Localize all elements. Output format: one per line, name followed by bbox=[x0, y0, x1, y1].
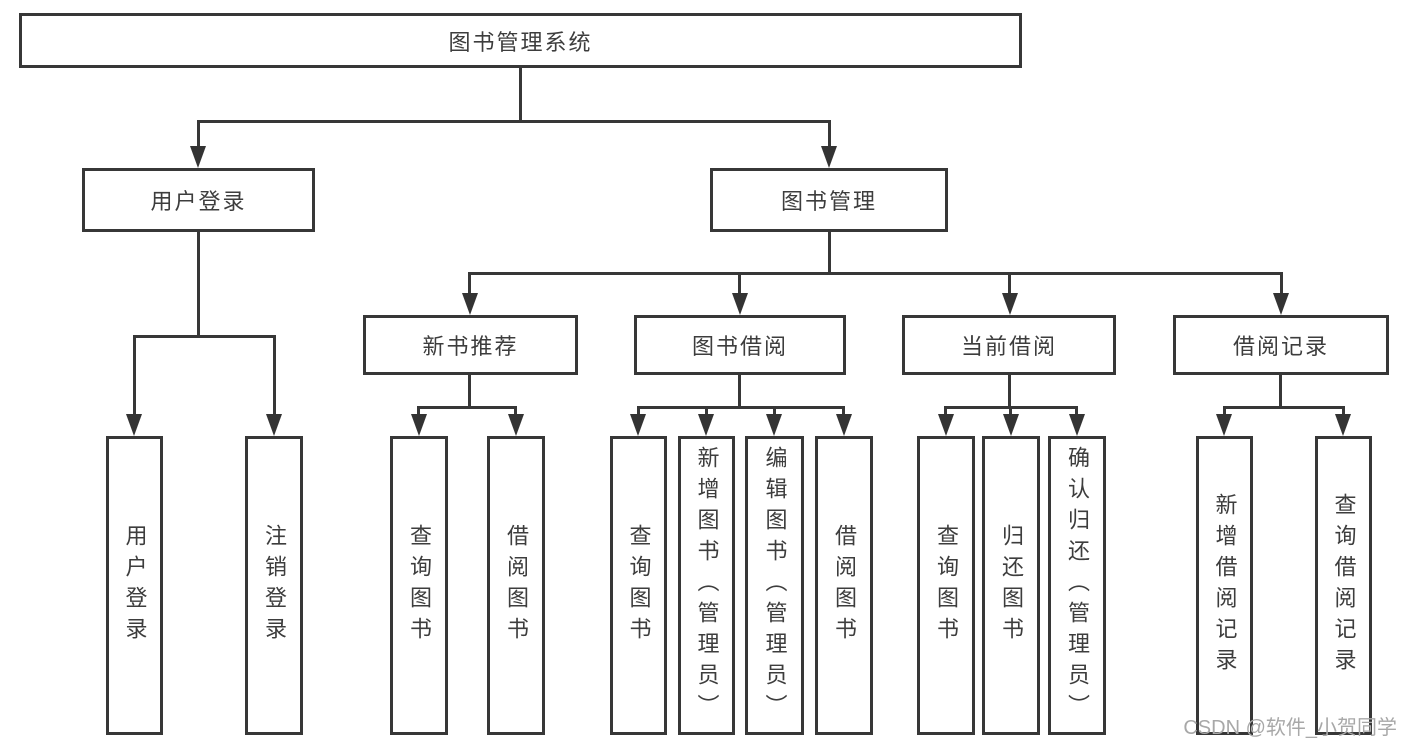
arrowhead-down-icon bbox=[821, 146, 837, 168]
leaf-add-borrow-record: 新增借阅记录 bbox=[1196, 436, 1253, 735]
arrowhead-down-icon bbox=[1335, 414, 1351, 436]
node-current-borrow: 当前借阅 bbox=[902, 315, 1116, 375]
node-user-login: 用户登录 bbox=[82, 168, 315, 232]
arrowhead-down-icon bbox=[462, 293, 478, 315]
connector-line bbox=[705, 406, 708, 416]
connector-line bbox=[1075, 406, 1078, 416]
node-book-borrow: 图书借阅 bbox=[634, 315, 846, 375]
arrowhead-down-icon bbox=[126, 414, 142, 436]
leaf-query-books-1-label: 查询图书 bbox=[407, 523, 432, 648]
leaf-logout: 注销登录 bbox=[245, 436, 303, 735]
arrowhead-down-icon bbox=[266, 414, 282, 436]
node-new-book-recommend: 新书推荐 bbox=[363, 315, 578, 375]
connector-line bbox=[1223, 406, 1345, 409]
leaf-confirm-return-admin: 确认归还（管理员） bbox=[1048, 436, 1106, 735]
arrowhead-down-icon bbox=[1216, 414, 1232, 436]
connector-line bbox=[417, 406, 420, 416]
leaf-query-books-2: 查询图书 bbox=[610, 436, 667, 735]
connector-line bbox=[738, 375, 741, 406]
node-root: 图书管理系统 bbox=[19, 13, 1022, 68]
arrowhead-down-icon bbox=[836, 414, 852, 436]
watermark: CSDN @软件_小贺同学 bbox=[1183, 717, 1397, 739]
leaf-logout-label: 注销登录 bbox=[262, 523, 287, 648]
leaf-query-books-3: 查询图书 bbox=[917, 436, 975, 735]
leaf-edit-books-admin: 编辑图书（管理员） bbox=[745, 436, 804, 735]
connector-line bbox=[1342, 406, 1345, 416]
node-borrow-records-label: 借阅记录 bbox=[1232, 334, 1329, 359]
connector-line bbox=[273, 335, 276, 416]
connector-line bbox=[133, 335, 276, 338]
connector-line bbox=[828, 120, 831, 148]
leaf-query-borrow-record: 查询借阅记录 bbox=[1315, 436, 1372, 735]
arrowhead-down-icon bbox=[1003, 414, 1019, 436]
connector-line bbox=[417, 406, 517, 409]
node-book-management: 图书管理 bbox=[710, 168, 948, 232]
leaf-add-books-admin: 新增图书（管理员） bbox=[678, 436, 735, 735]
connector-line bbox=[637, 406, 640, 416]
arrowhead-down-icon bbox=[732, 293, 748, 315]
arrowhead-down-icon bbox=[1273, 293, 1289, 315]
connector-line bbox=[1008, 272, 1011, 295]
leaf-confirm-return-admin-label: 确认归还（管理员） bbox=[1065, 446, 1090, 725]
leaf-borrow-books-1-label: 借阅图书 bbox=[504, 523, 529, 648]
connector-line bbox=[1009, 406, 1012, 416]
leaf-user-login: 用户登录 bbox=[106, 436, 163, 735]
connector-line bbox=[1279, 375, 1282, 406]
connector-line bbox=[842, 406, 845, 416]
leaf-borrow-books-2: 借阅图书 bbox=[815, 436, 873, 735]
connector-line bbox=[519, 68, 522, 120]
leaf-borrow-books-1: 借阅图书 bbox=[487, 436, 545, 735]
leaf-user-login-label: 用户登录 bbox=[122, 523, 148, 648]
arrowhead-down-icon bbox=[411, 414, 427, 436]
leaf-query-borrow-record-label: 查询借阅记录 bbox=[1331, 492, 1357, 679]
connector-line bbox=[514, 406, 517, 416]
leaf-return-books-label: 归还图书 bbox=[999, 523, 1024, 648]
leaf-query-books-3-label: 查询图书 bbox=[934, 523, 959, 648]
node-new-book-recommend-label: 新书推荐 bbox=[422, 334, 519, 359]
connector-line bbox=[468, 272, 1282, 275]
leaf-return-books: 归还图书 bbox=[982, 436, 1040, 735]
connector-line bbox=[1280, 272, 1283, 295]
node-book-borrow-label: 图书借阅 bbox=[691, 334, 788, 359]
connector-line bbox=[828, 232, 831, 272]
arrowhead-down-icon bbox=[698, 414, 714, 436]
arrowhead-down-icon bbox=[630, 414, 646, 436]
arrowhead-down-icon bbox=[190, 146, 206, 168]
arrowhead-down-icon bbox=[1069, 414, 1085, 436]
leaf-edit-books-admin-label: 编辑图书（管理员） bbox=[762, 446, 788, 725]
arrowhead-down-icon bbox=[766, 414, 782, 436]
connector-line bbox=[1223, 406, 1226, 416]
arrowhead-down-icon bbox=[938, 414, 954, 436]
arrowhead-down-icon bbox=[508, 414, 524, 436]
leaf-borrow-books-2-label: 借阅图书 bbox=[832, 523, 857, 648]
node-borrow-records: 借阅记录 bbox=[1173, 315, 1389, 375]
leaf-add-borrow-record-label: 新增借阅记录 bbox=[1212, 492, 1238, 679]
connector-line bbox=[468, 272, 471, 295]
node-book-management-label: 图书管理 bbox=[780, 189, 877, 214]
node-current-borrow-label: 当前借阅 bbox=[960, 334, 1057, 359]
connector-line bbox=[738, 272, 741, 295]
connector-line bbox=[197, 120, 831, 123]
connector-line bbox=[197, 232, 200, 335]
connector-line bbox=[637, 406, 845, 409]
connector-line bbox=[468, 375, 471, 406]
leaf-query-books-2-label: 查询图书 bbox=[626, 523, 652, 648]
connector-line bbox=[773, 406, 776, 416]
connector-line bbox=[133, 335, 136, 416]
node-user-login-label: 用户登录 bbox=[150, 189, 247, 214]
connector-line bbox=[944, 406, 947, 416]
connector-line bbox=[1008, 375, 1011, 406]
connector-line bbox=[197, 120, 200, 148]
leaf-add-books-admin-label: 新增图书（管理员） bbox=[694, 446, 720, 725]
arrowhead-down-icon bbox=[1002, 293, 1018, 315]
node-root-label: 图书管理系统 bbox=[448, 29, 593, 55]
leaf-query-books-1: 查询图书 bbox=[390, 436, 448, 735]
